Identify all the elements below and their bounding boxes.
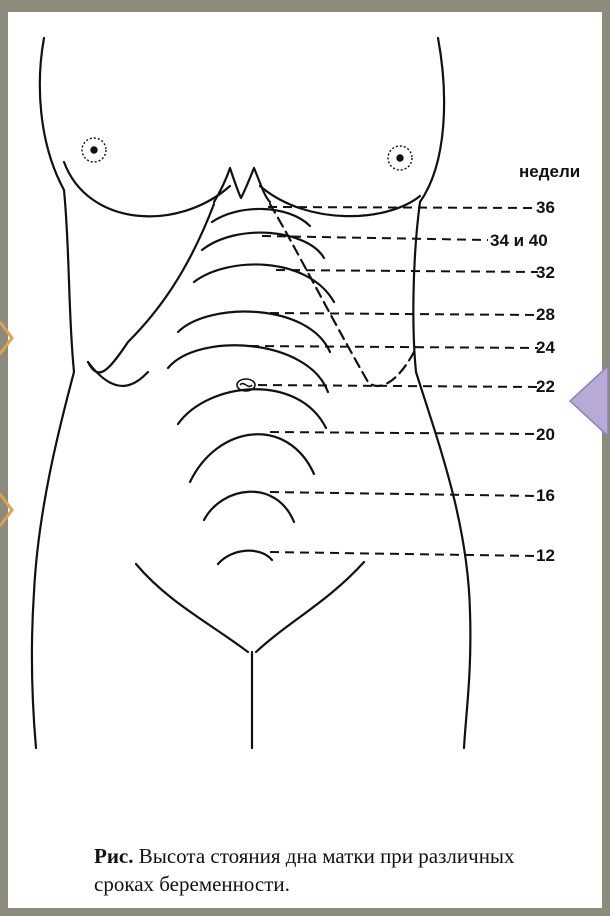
right-groin (256, 562, 364, 652)
fundus-arc-20 (190, 434, 314, 482)
leader-12 (270, 552, 538, 556)
caption-prefix: Рис. (94, 844, 134, 868)
sternum-notch (214, 168, 270, 202)
week-label-22: 22 (536, 377, 555, 397)
left-breast (64, 162, 230, 216)
week-label-24: 24 (536, 338, 555, 358)
leader-32 (276, 270, 538, 272)
fundus-arc-22 (178, 389, 326, 428)
week-label-16: 16 (536, 486, 555, 506)
figure-page: недели 36 34 и 40 32 28 24 22 20 16 12 Р… (8, 12, 602, 908)
leader-16 (270, 492, 538, 496)
leader-28 (270, 313, 538, 315)
figure-caption: Рис. Высота стояния дна матки при различ… (94, 842, 574, 898)
week-label-32: 32 (536, 263, 555, 283)
fundus-arc-36 (212, 209, 310, 226)
leader-24 (250, 346, 538, 348)
left-nipple-icon (82, 138, 106, 162)
caption-text: Высота стояния дна матки при различных с… (94, 844, 515, 896)
left-waist (88, 362, 148, 386)
week-label-34-40: 34 и 40 (490, 231, 548, 251)
leader-20 (270, 432, 538, 434)
right-ribcage (270, 204, 416, 386)
left-ribcage (88, 204, 214, 372)
left-groin (136, 564, 248, 652)
fundus-arc-16 (204, 492, 294, 522)
week-label-36: 36 (536, 198, 555, 218)
left-lower-arrow-icon (0, 490, 14, 530)
weeks-axis-title: недели (519, 162, 580, 182)
left-body-outline (32, 38, 74, 748)
week-label-12: 12 (536, 546, 555, 566)
leader-22 (258, 385, 538, 387)
torso-diagram (8, 12, 602, 908)
right-body-outline (413, 38, 470, 748)
left-upper-arrow-icon (0, 318, 14, 358)
right-nipple-icon (388, 146, 412, 170)
right-arrow-icon[interactable] (568, 364, 610, 438)
week-label-20: 20 (536, 425, 555, 445)
week-label-28: 28 (536, 305, 555, 325)
fundus-arc-12 (218, 551, 272, 564)
